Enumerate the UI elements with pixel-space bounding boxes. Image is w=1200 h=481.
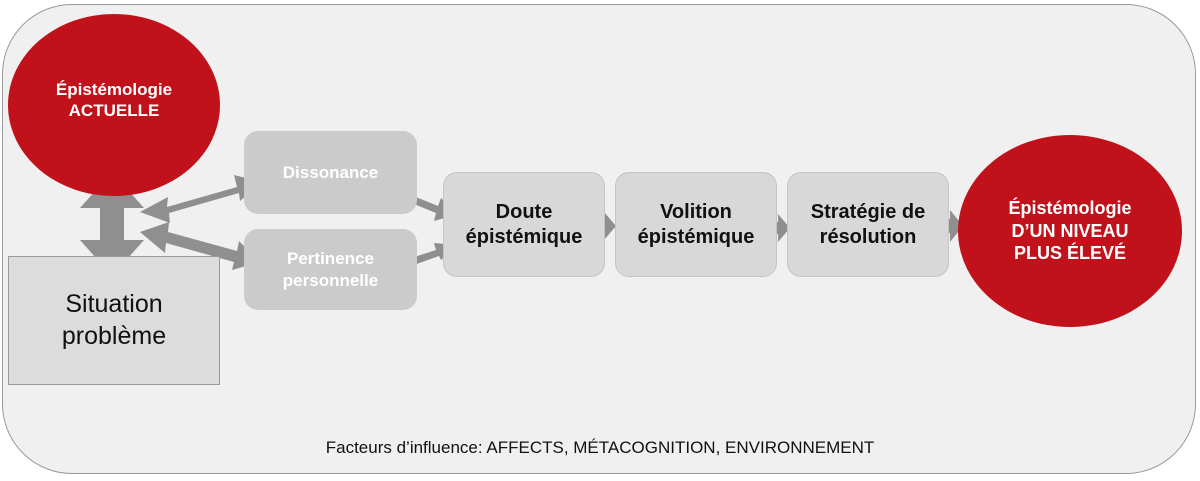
situation-problem-node: Situation problème: [8, 256, 220, 385]
influence-factors-caption: Facteurs d’influence: AFFECTS, MÉTACOGNI…: [325, 438, 875, 457]
current-epistemology-node: Épistémologie ACTUELLE: [8, 14, 220, 196]
resolution-strategy-node: Stratégie de résolution: [787, 172, 949, 277]
resolution-strategy-label: Stratégie de résolution: [810, 200, 926, 248]
arrow-to-pertinence: [140, 222, 260, 270]
personal-relevance-label: Pertinence personnelle: [282, 249, 379, 290]
arrow-to-dissonance: [140, 175, 262, 223]
current-epistemology-label: Épistémologie ACTUELLE: [55, 79, 173, 120]
situation-problem-label: Situation problème: [61, 290, 167, 350]
personal-relevance-node: Pertinence personnelle: [244, 229, 417, 310]
epistemic-doubt-label: Doute épistémique: [465, 200, 583, 248]
dissonance-label: Dissonance: [282, 162, 379, 182]
epistemic-doubt-node: Doute épistémique: [443, 172, 605, 277]
arrow-current-situation: [80, 172, 144, 276]
epistemic-volition-node: Volition épistémique: [615, 172, 777, 277]
dissonance-node: Dissonance: [244, 131, 417, 214]
higher-epistemology-label: Épistémologie D’UN NIVEAU PLUS ÉLEVÉ: [1008, 198, 1132, 264]
epistemic-volition-label: Volition épistémique: [637, 200, 755, 248]
higher-epistemology-node: Épistémologie D’UN NIVEAU PLUS ÉLEVÉ: [958, 135, 1182, 327]
